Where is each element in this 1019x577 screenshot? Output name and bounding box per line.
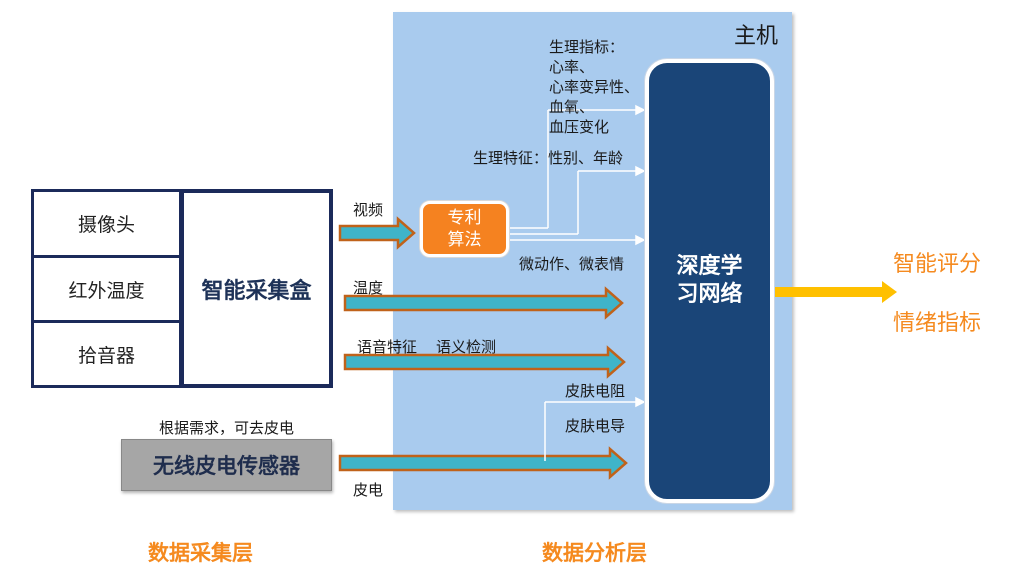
gsr-arrow (338, 446, 628, 480)
wireless-note: 根据需求，可去皮电 (159, 419, 295, 437)
semantic-label: 语义检测 (436, 338, 497, 356)
deep-learning-box: 深度学 习网络 (645, 59, 774, 503)
camera-label: 摄像头 (77, 214, 135, 236)
physio-item: 心率、 (549, 58, 595, 76)
algorithm-connectors (510, 104, 646, 461)
collector-label: 智能采集盒 (201, 278, 312, 304)
physio-title: 生理指标： (549, 38, 625, 56)
physio-item: 血压变化 (549, 118, 610, 136)
micro-label: 微动作、微表情 (519, 255, 625, 273)
host-title: 主机 (733, 24, 778, 49)
physio-item: 心率变异性、 (549, 78, 640, 96)
gsr-label: 皮电 (353, 481, 384, 499)
output-score: 智能评分 (893, 252, 982, 277)
output-arrow (773, 281, 897, 303)
video-arrow (338, 216, 416, 250)
speech-label: 语音特征 (357, 338, 418, 356)
skin-resistance-label: 皮肤电阻 (565, 382, 626, 400)
wireless-label: 无线皮电传感器 (153, 454, 300, 478)
physio-indicators: 生理指标： 心率、 心率变异性、 血氧、 血压变化 (549, 37, 639, 137)
algorithm-line2: 算法 (447, 230, 482, 250)
algorithm-line1: 专利 (447, 208, 482, 228)
algorithm-box: 专利 算法 (420, 201, 509, 257)
collector-box: 智能采集盒 (180, 189, 333, 388)
physio-features-label: 生理特征：性别、年龄 (473, 149, 624, 167)
output-emotion: 情绪指标 (893, 311, 982, 336)
microphone-sensor: 拾音器 (31, 320, 182, 388)
collection-layer-label: 数据采集层 (148, 541, 253, 565)
analysis-layer-label: 数据分析层 (542, 541, 647, 565)
deep-learning-line2: 习网络 (676, 282, 743, 307)
video-label: 视频 (353, 201, 384, 219)
wireless-sensor: 无线皮电传感器 (121, 439, 332, 491)
temperature-arrow (343, 286, 624, 320)
microphone-label: 拾音器 (77, 344, 135, 367)
temperature-label: 温度 (353, 279, 384, 297)
infrared-label: 红外温度 (68, 279, 145, 302)
infrared-sensor: 红外温度 (31, 255, 182, 323)
deep-learning-line1: 深度学 (676, 254, 743, 279)
physio-item: 血氧、 (549, 98, 595, 116)
speech-arrow (343, 345, 626, 379)
skin-conductance-label: 皮肤电导 (565, 417, 626, 435)
